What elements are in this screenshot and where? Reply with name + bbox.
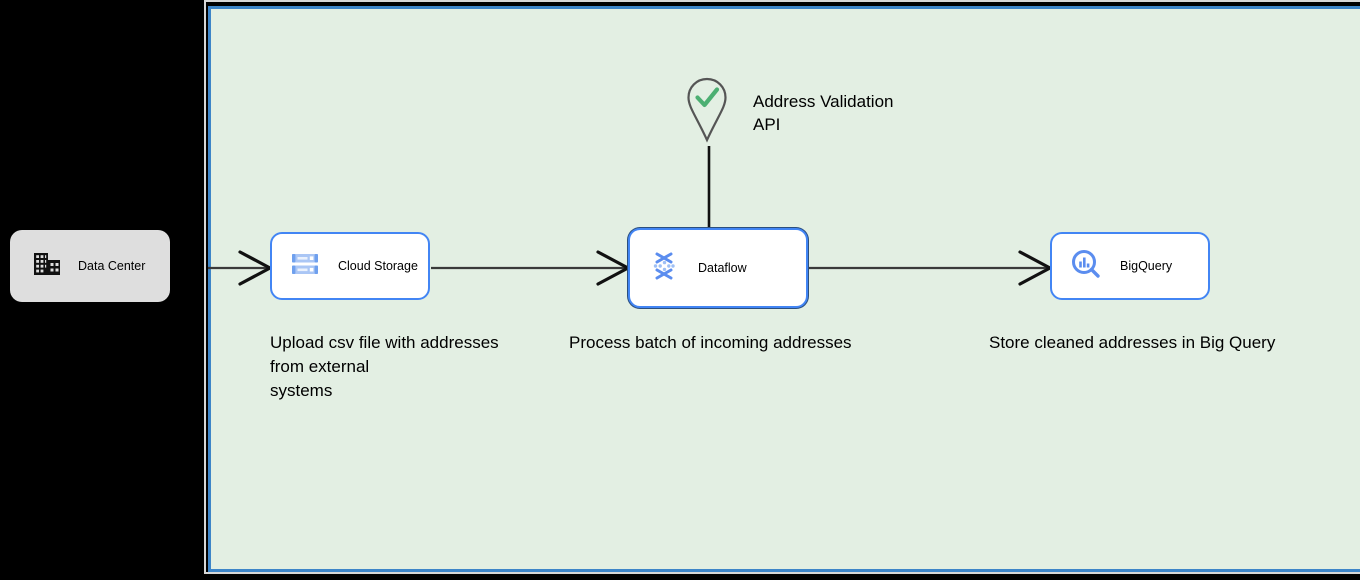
address-validation-api-node[interactable]: Address Validation API [686,76,894,149]
node-dataflow-label: Dataflow [698,261,747,275]
node-cloud-storage[interactable]: Cloud Storage [270,232,430,300]
dataflow-icon [648,250,680,287]
caption-dataflow: Process batch of incoming addresses [569,333,852,352]
canvas-outer-frame [204,0,1360,574]
building-icon [32,250,62,283]
bigquery-icon [1070,248,1102,285]
node-bigquery[interactable]: BigQuery [1050,232,1210,300]
node-cloud-storage-label: Cloud Storage [338,259,418,273]
address-validation-api-label: Address Validation API [753,92,894,134]
node-data-center-label: Data Center [78,259,146,273]
node-data-center[interactable]: Data Center [10,230,170,302]
map-pin-check-icon [686,76,728,149]
node-dataflow[interactable]: Dataflow [628,228,808,308]
node-bigquery-label: BigQuery [1120,259,1173,273]
cloud-storage-icon [290,249,320,284]
caption-cloud-storage: Upload csv file with addresses from exte… [270,333,499,400]
caption-bigquery: Store cleaned addresses in Big Query [989,333,1276,352]
